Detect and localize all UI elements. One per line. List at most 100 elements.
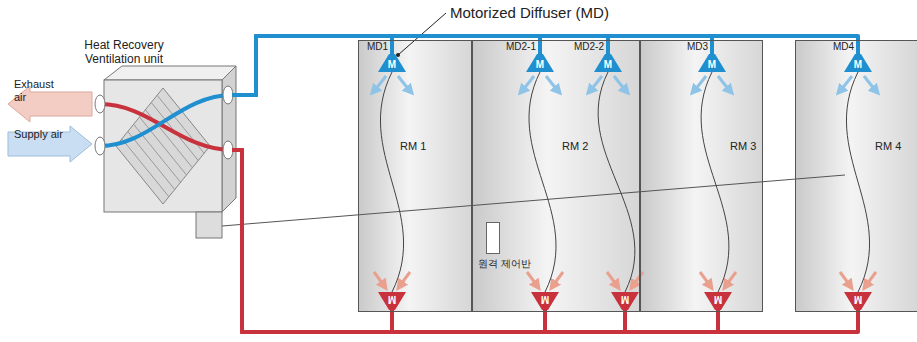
diffuser-letter: M [594,59,622,71]
panel-box [486,222,500,254]
room-name: RM 2 [562,140,588,152]
air-arrow [589,76,602,92]
air-arrow [718,76,731,92]
supply-diffuser: M [526,54,554,72]
air-arrow [398,76,411,92]
diffuser-shape [378,292,406,310]
diffuser-letter: M [704,293,732,305]
diffuser-id: MD3 [687,41,708,53]
air-arrow [632,272,643,287]
control-wire [529,72,556,292]
callout-label: Motorized Diffuser (MD) [450,4,609,21]
room-fill [640,40,763,312]
air-arrow [700,272,711,287]
air-arrow [527,272,538,287]
room-box: RM 1 M M [358,40,472,312]
room-fill [358,40,472,312]
control-wire [846,72,869,292]
room-box: RM 3 M M [640,40,763,312]
duct-port [95,95,105,113]
diffuser-letter: M [698,59,726,71]
air-label: Supply air [14,128,64,141]
supply-air-arrow [8,126,92,162]
diffuser-shape [698,54,726,72]
exhaust-duct [232,150,625,332]
air-arrow [374,272,385,287]
control-wire [701,72,729,292]
room-box: RM 2 M M 원격 제어반 M M [472,40,640,312]
diffuser-letter: M [531,293,559,305]
diffuser-shape [844,54,872,72]
housing-top [104,66,236,80]
controller-box [196,212,222,238]
diffuser-letter: M [844,293,872,305]
air-arrow [614,76,627,92]
room-name: RM 3 [730,140,756,152]
air-arrow [399,272,410,287]
diffuser-shape [844,292,872,310]
diffuser-letter: M [844,59,872,71]
diffuser-letter: M [611,293,639,305]
air-arrow [521,76,534,92]
diffuser-shape [531,292,559,310]
diffuser-letter: M [378,59,406,71]
unit-label: Heat Recovery Ventilation unit [68,38,180,66]
exhaust-duct [232,150,718,332]
air-label: Exhaust air [14,78,64,104]
supply-duct [232,36,858,95]
control-wire [380,72,403,292]
diffuser-shape [594,54,622,72]
duct-port [223,141,233,159]
diffuser-letter: M [526,59,554,71]
air-arrow [839,76,852,92]
diffuser-id: MD2-2 [574,41,604,53]
diffuser-id: MD1 [367,41,388,53]
room-box: RM 4 M M [795,40,917,312]
duct-port [95,137,105,155]
supply-diffuser: M [594,54,622,72]
leader-dot [396,53,400,57]
room-fill [472,40,640,312]
air-arrow [546,76,559,92]
supply-air-flow [373,76,877,92]
diffuser-shape [704,292,732,310]
exhaust-diffuser: M [378,292,406,310]
plate-line [128,132,175,190]
duct-port [223,86,233,104]
supply-diffuser: M [698,54,726,72]
exhaust-diffuser: M [704,292,732,310]
air-arrow [725,272,736,287]
air-arrow [607,272,618,287]
diffuser-id: MD2-1 [506,41,536,53]
exhaust-diffuser: M [611,292,639,310]
diffuser-shape [526,54,554,72]
supply-duct [232,36,608,95]
room-fill [795,40,917,312]
air-arrow [552,272,563,287]
diffuser-shape [611,292,639,310]
air-arrow [865,272,876,287]
air-arrow [693,76,706,92]
room-name: RM 4 [875,140,901,152]
housing-side [222,66,236,212]
plate-line [122,139,169,197]
supply-flow [100,95,232,146]
control-cable [222,175,845,226]
room-name: RM 1 [400,140,426,152]
ventilation-unit: Heat Recovery Ventilation unit [60,36,232,226]
diffuser-letter: M [378,293,406,305]
supply-diffuser: M [844,54,872,72]
exhaust-air-flow [374,272,876,287]
exhaust-diffuser: M [531,292,559,310]
air-arrow [840,272,851,287]
air-arrow [373,76,386,92]
diffuser-id: MD4 [833,41,854,53]
panel-label: 원격 제어반 [478,257,531,271]
exhaust-duct [232,150,545,332]
exhaust-duct [232,150,858,332]
supply-diffuser: M [378,54,406,72]
diffuser-shape [378,54,406,72]
exhaust-duct [232,150,392,332]
air-arrow [864,76,877,92]
